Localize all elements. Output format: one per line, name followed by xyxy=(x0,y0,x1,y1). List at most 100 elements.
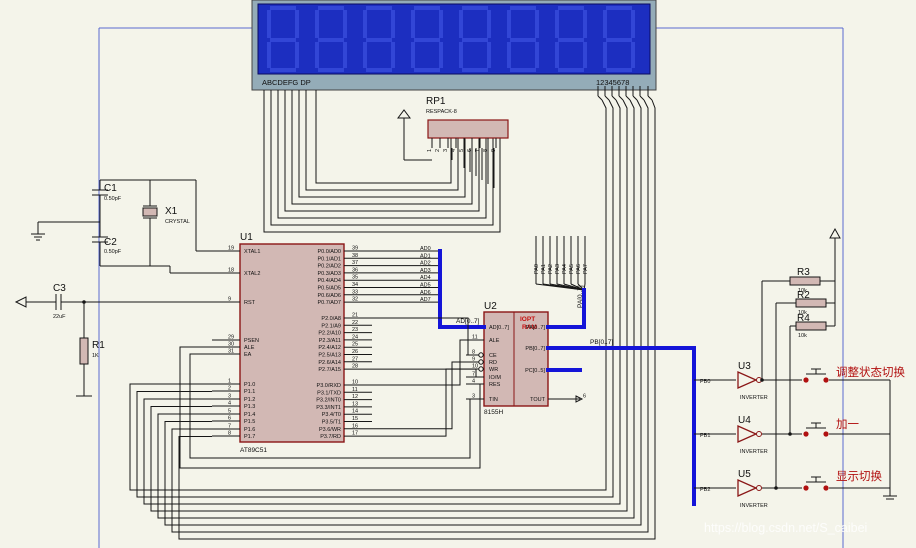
oscillator-circuit: C1 0.50pF C2 0.50pF X1 CRYSTAL xyxy=(31,179,212,274)
u1-pin-number: 8 xyxy=(228,431,231,437)
u1-pin-name: P2.2/A10 xyxy=(318,331,341,337)
u2-pin-number: 4 xyxy=(472,379,475,385)
r2-value: 10k xyxy=(798,310,807,316)
u1-pin-number: 30 xyxy=(228,342,234,348)
u1-pin-number: 38 xyxy=(352,253,358,259)
inverter-icon xyxy=(737,424,758,444)
r1-ref: R1 xyxy=(92,340,105,351)
u2-pin-name: TOUT xyxy=(530,397,546,403)
pb0-label: PB0 xyxy=(700,379,710,385)
rp1-pin-number: 1 xyxy=(427,149,433,152)
inverter-icon xyxy=(737,478,758,498)
u1-pin-number: 33 xyxy=(352,289,358,295)
u1-pin-name: P1.5 xyxy=(244,419,255,425)
power-arrow-up-icon xyxy=(829,227,841,239)
u1-pin-number: 21 xyxy=(352,313,358,319)
r2-ref: R2 xyxy=(797,290,810,301)
c3-value: 22uF xyxy=(53,314,66,320)
r4-ref: R4 xyxy=(797,313,810,324)
u2-title-iopt: IOPT xyxy=(520,316,535,323)
u1-pin-number: 4 xyxy=(228,401,231,407)
u2-bus-pa-label: PA[0..7] xyxy=(577,285,584,308)
lcd-digit-label: 12345678 xyxy=(596,78,629,87)
u1-pin-name: P1.4 xyxy=(244,412,255,418)
ground-icon xyxy=(31,233,45,241)
reset-circuit: C3 22uF R1 1K xyxy=(14,283,212,397)
inverter-ref: U4 xyxy=(738,415,751,426)
lcd-digit-cell xyxy=(507,6,539,72)
u1-pin-name: P3.7/RD xyxy=(320,434,341,440)
u1-pin-number: 32 xyxy=(352,297,358,303)
button-contact-icon xyxy=(823,377,829,383)
u2-pin-name: WR xyxy=(489,367,498,373)
u1-pin-number: 16 xyxy=(352,423,358,429)
u1-pin-name: RST xyxy=(244,300,256,306)
lcd-digit-cell xyxy=(315,6,347,72)
u1-pin-number: 3 xyxy=(228,394,231,400)
button-label-display: 显示切换 xyxy=(836,469,882,483)
ad-label: AD6 xyxy=(420,290,431,296)
u1-pin-name: P3.3/INT1 xyxy=(316,405,341,411)
rp1-pin-number: 7 xyxy=(475,149,481,152)
u1-pin-name: P1.1 xyxy=(244,389,255,395)
lcd-digit-cell xyxy=(459,6,491,72)
u1-part: AT89C51 xyxy=(240,447,267,454)
u1-pin-name: P0.4/AD4 xyxy=(317,278,341,284)
u2-title-ram: RAM xyxy=(522,324,537,331)
u1-pin-number: 14 xyxy=(352,409,358,415)
u1-pin-number: 12 xyxy=(352,394,358,400)
u2-pin-name: RES xyxy=(489,382,501,388)
power-arrow-left-icon xyxy=(14,296,27,308)
u1-pin-name: P1.7 xyxy=(244,434,255,440)
u2-pin-number: 7 xyxy=(472,372,475,378)
lcd-segment-label: ABCDEFG DP xyxy=(262,78,311,87)
rp1-ref: RP1 xyxy=(426,96,446,107)
pa-label: PA6 xyxy=(576,264,582,274)
u2-inverted-pin-icon xyxy=(478,359,484,365)
u2-pin-name: PB[0..7] xyxy=(525,346,545,352)
ad-label: AD1 xyxy=(420,253,431,259)
u2-bus-pb-label: PB[0..7] xyxy=(590,339,613,346)
u2-pin-number: 11 xyxy=(472,335,478,341)
u1-pin-number: 34 xyxy=(352,282,358,288)
u1-ref: U1 xyxy=(240,232,253,243)
c3-ref: C3 xyxy=(53,283,66,294)
pa-label: PA3 xyxy=(555,264,561,274)
u1-pin-name: P2.6/A14 xyxy=(318,360,341,366)
u1-pin-number: 31 xyxy=(228,349,234,355)
ad-label: AD4 xyxy=(420,275,431,281)
u1-pin-number: 19 xyxy=(228,246,234,252)
u1-pin-number: 18 xyxy=(228,268,234,274)
u1-pin-number: 37 xyxy=(352,260,358,266)
pa-label: PA2 xyxy=(548,264,554,274)
ad-label: AD0 xyxy=(420,246,431,252)
ad-label: AD7 xyxy=(420,297,431,303)
u1-pin-name: P1.0 xyxy=(244,382,255,388)
u1-pin-name: P0.7/AD7 xyxy=(317,300,341,306)
u1-pin-number: 23 xyxy=(352,327,358,333)
u1-pin-number: 15 xyxy=(352,416,358,422)
inverter-part: INVERTER xyxy=(740,395,768,401)
u1-pin-number: 25 xyxy=(352,342,358,348)
pa-label: PA4 xyxy=(562,264,568,274)
u1-pin-number: 28 xyxy=(352,364,358,370)
r4-value: 10k xyxy=(798,333,807,339)
button-contact-icon xyxy=(803,485,809,491)
u1-pin-number: 36 xyxy=(352,267,358,273)
u1-pin-name: P3.4/T0 xyxy=(322,412,341,418)
u1-pin-name: P3.6/WR xyxy=(319,427,341,433)
u1-pin-name: XTAL2 xyxy=(244,271,260,277)
u1-pin-number: 22 xyxy=(352,320,358,326)
r3-ref: R3 xyxy=(797,267,810,278)
u1-pin-name: P1.3 xyxy=(244,404,255,410)
u2-pin-number: 10 xyxy=(472,364,478,370)
u1-pin-number: 5 xyxy=(228,409,231,415)
u1-pin-number: 2 xyxy=(228,386,231,392)
u1-pin-name: P2.3/A11 xyxy=(319,338,341,344)
rp1-pin-number: 2 xyxy=(435,149,441,152)
u1-pin-name: P2.1/A9 xyxy=(321,323,341,329)
